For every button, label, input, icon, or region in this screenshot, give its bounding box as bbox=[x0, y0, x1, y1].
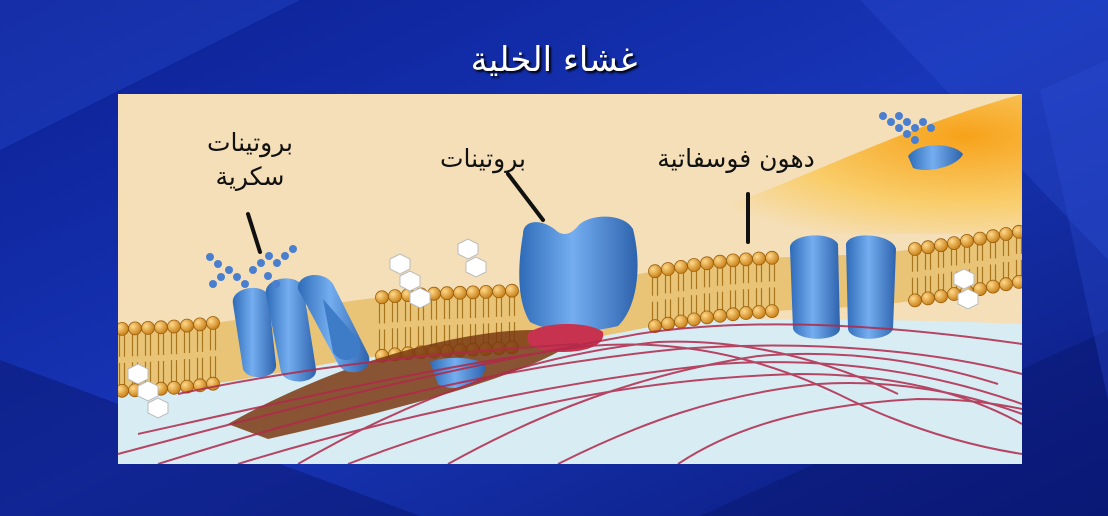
phospholipid-head bbox=[506, 284, 519, 297]
phospholipid-head bbox=[441, 287, 454, 300]
phospholipid-head bbox=[207, 317, 220, 330]
phospholipid-head bbox=[753, 306, 766, 319]
phospholipid-head bbox=[753, 252, 766, 265]
phospholipid-head bbox=[493, 285, 506, 298]
phospholipid-head bbox=[168, 320, 181, 333]
phospholipid-head bbox=[974, 232, 987, 245]
phospholipid-head bbox=[935, 239, 948, 252]
label-proteins: بروتينات bbox=[388, 142, 578, 176]
phospholipid-head bbox=[1000, 278, 1013, 291]
phospholipid-head bbox=[662, 317, 675, 330]
phospholipid-head bbox=[961, 234, 974, 247]
phospholipid-head bbox=[766, 251, 779, 264]
phospholipid-head bbox=[909, 243, 922, 256]
phospholipid-head bbox=[688, 259, 701, 272]
phospholipid-head bbox=[675, 260, 688, 273]
phospholipid-head bbox=[454, 286, 467, 299]
phospholipid-head bbox=[948, 237, 961, 250]
label-phospholipids: دهون فوسفاتية bbox=[596, 142, 876, 176]
phospholipid-head bbox=[129, 322, 142, 335]
phospholipid-head bbox=[480, 285, 493, 298]
phospholipid-head bbox=[688, 313, 701, 326]
phospholipid-head bbox=[922, 241, 935, 254]
label-glycoproteins-line2: سكرية bbox=[160, 160, 340, 194]
phospholipid-head bbox=[922, 292, 935, 305]
phospholipid-head bbox=[649, 265, 662, 278]
phospholipid-head bbox=[118, 384, 129, 397]
phospholipid-head bbox=[675, 315, 688, 328]
phospholipid-head bbox=[118, 322, 129, 335]
phospholipid-head bbox=[168, 381, 181, 394]
phospholipid-head bbox=[740, 307, 753, 320]
phospholipid-head bbox=[727, 254, 740, 267]
phospholipid-head bbox=[987, 280, 1000, 293]
phospholipid-head bbox=[662, 263, 675, 276]
phospholipid-head bbox=[181, 319, 194, 332]
phospholipid-head bbox=[766, 305, 779, 318]
label-glycoproteins-line1: بروتينات bbox=[160, 126, 340, 160]
phospholipid-head bbox=[1013, 275, 1023, 288]
phospholipid-head bbox=[714, 309, 727, 322]
phospholipid-head bbox=[740, 253, 753, 266]
phospholipid-head bbox=[1013, 225, 1023, 238]
phospholipid-head bbox=[909, 294, 922, 307]
phospholipid-head bbox=[935, 290, 948, 303]
central-protein bbox=[519, 217, 637, 331]
phospholipid-head bbox=[714, 255, 727, 268]
phospholipid-head bbox=[987, 230, 1000, 243]
label-glycoproteins: بروتينات سكرية bbox=[160, 126, 340, 194]
phospholipid-head bbox=[376, 291, 389, 304]
phospholipid-head bbox=[142, 321, 155, 334]
phospholipid-head bbox=[155, 321, 168, 334]
phospholipid-head bbox=[701, 257, 714, 270]
slide-title: غشاء الخلية bbox=[0, 40, 1108, 80]
phospholipid-head bbox=[727, 308, 740, 321]
phospholipid-head bbox=[194, 318, 207, 331]
phospholipid-head bbox=[389, 290, 402, 303]
phospholipid-head bbox=[1000, 228, 1013, 241]
phospholipid-head bbox=[467, 286, 480, 299]
phospholipid-head bbox=[701, 311, 714, 324]
